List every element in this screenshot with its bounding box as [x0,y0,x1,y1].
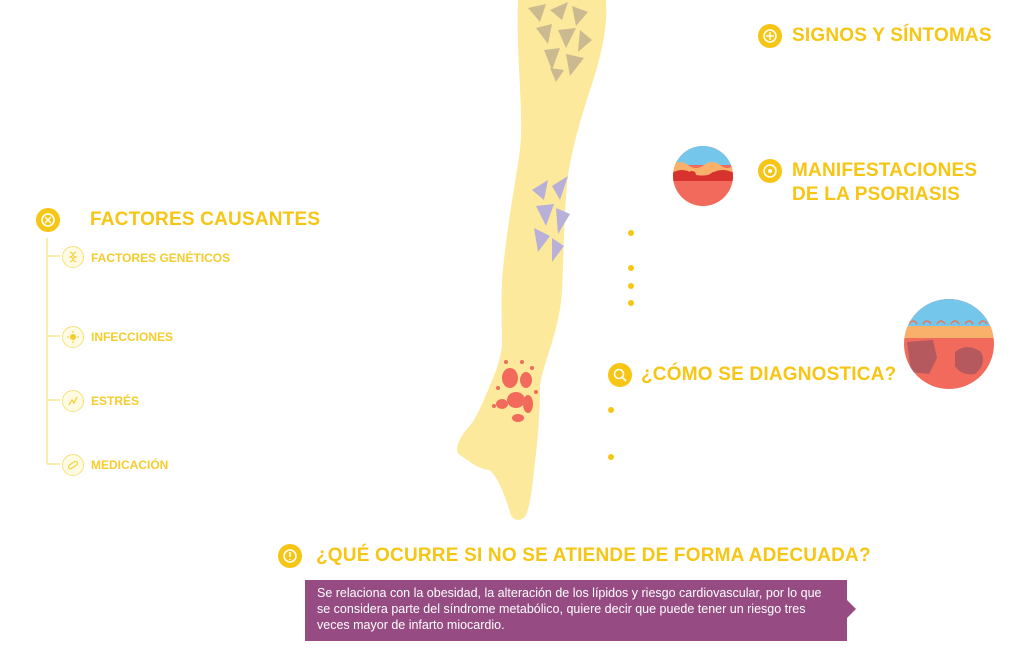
skin-layer-circle-large [904,299,994,389]
factor-item-label: ESTRÉS [91,394,140,408]
pill-icon [62,454,84,476]
bullet-dot [628,300,634,306]
heading-diagnostico: ¿CÓMO SE DIAGNOSTICA? [641,364,897,385]
bullet-dot [608,407,614,413]
heading-manifestaciones-line1: MANIFESTACIONES [792,160,978,181]
bullet-dot [628,230,634,236]
lesion-elbow [532,176,570,262]
heading-signos: SIGNOS Y SÍNTOMAS [792,25,992,46]
signos-icon [758,24,782,48]
factor-item-label: MEDICACIÓN [91,458,169,472]
bullet-dot [628,283,634,289]
dna-icon [62,246,84,268]
factor-item-label: FACTORES GENÉTICOS [91,251,231,265]
factor-item-label: INFECCIONES [91,330,174,344]
diagnostico-icon [608,363,632,387]
bullet-dot [608,454,614,460]
callout-arrow [847,600,856,618]
bullet-dot [628,265,634,271]
heading-manifestaciones-line2: DE LA PSORIASIS [792,184,961,205]
que-ocurre-icon [278,544,302,568]
heading-que-ocurre: ¿QUÉ OCURRE SI NO SE ATIENDE DE FORMA AD… [316,545,871,566]
lesion-wrist [492,360,538,422]
arm-illustration [457,0,607,520]
manifestaciones-icon [758,159,782,183]
heading-factores: FACTORES CAUSANTES [90,209,321,230]
virus-icon [62,326,84,348]
lesion-shoulder [528,2,592,82]
callout-box: Se relaciona con la obesidad, la alterac… [305,580,847,641]
callout-text: Se relaciona con la obesidad, la alterac… [317,586,822,632]
stress-icon [62,390,84,412]
factores-tree-lines [46,238,60,465]
skin-layer-circle-small [673,146,733,206]
factores-icon [36,208,60,232]
